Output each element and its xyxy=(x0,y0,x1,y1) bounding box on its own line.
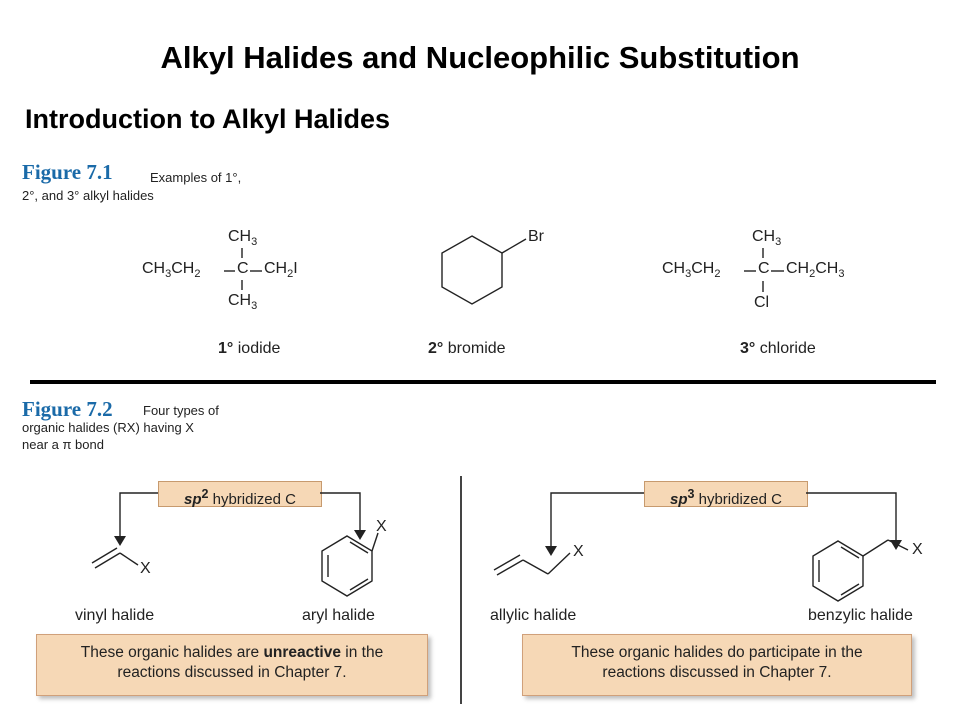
chloride-right-group: CH2CH3 xyxy=(786,260,845,281)
benzyl-ch2-bond xyxy=(862,539,889,557)
allyl-single-bond xyxy=(522,559,549,575)
chloride-top-group: CH3 xyxy=(752,228,782,249)
figure-7-2-label: Figure 7.2 xyxy=(22,397,113,421)
iodide-top-group: CH3 xyxy=(228,228,258,249)
sp3-arrowhead-left xyxy=(545,546,557,556)
vinyl-halide-label: vinyl halide xyxy=(75,607,155,624)
sp3-hybridized-label: sp3 hybridized C xyxy=(644,481,808,508)
figure-7-2-caption-line3: near a π bond xyxy=(22,437,104,452)
allyl-double-bond-a xyxy=(496,559,524,576)
aryl-halide-label: aryl halide xyxy=(302,607,375,624)
vinyl-double-bond-b xyxy=(91,547,118,564)
panel-separator xyxy=(460,476,462,704)
section-divider xyxy=(30,380,936,384)
chloride-name: chloride xyxy=(759,340,816,357)
chloride-label: 3° chloride xyxy=(740,340,816,358)
page-title: Alkyl Halides and Nucleophilic Substitut… xyxy=(160,40,800,75)
iodide-label: 1° iodide xyxy=(218,340,280,358)
participating-note: These organic halides do participate in … xyxy=(522,634,912,696)
sp3-arrowhead-right xyxy=(890,540,902,550)
sp3-arrow-left xyxy=(550,492,644,546)
iodide-bottom-group: CH3 xyxy=(228,292,258,313)
vinyl-cx-bond xyxy=(119,552,139,566)
allylic-halide-label: allylic halide xyxy=(490,607,577,624)
cyclohexane-ring xyxy=(441,235,503,305)
aryl-benzene-ring xyxy=(321,535,373,597)
sp2-hybridized-label: sp2 hybridized C xyxy=(158,481,322,508)
vinyl-double-bond-a xyxy=(94,552,121,569)
chloride-degree: 3° xyxy=(740,340,756,357)
figure-7-1-caption-line1: Examples of 1°, xyxy=(150,170,242,185)
figure-7-2-caption-line1: Four types of xyxy=(143,403,219,418)
iodide-left-group: CH3CH2 xyxy=(142,260,201,281)
aryl-x-symbol: X xyxy=(376,518,387,535)
aryl-cx-bond xyxy=(371,532,379,552)
benzylic-halide-label: benzylic halide xyxy=(808,607,913,624)
iodide-degree: 1° xyxy=(218,340,234,357)
benzyl-benzene-ring xyxy=(812,540,864,602)
benzyl-inner-bond-3 xyxy=(840,546,860,559)
bromide-degree: 2° xyxy=(428,340,444,357)
allyl-cx-bond xyxy=(547,552,571,575)
benzyl-inner-bond-2 xyxy=(840,583,860,596)
bromide-name: bromide xyxy=(447,340,506,357)
chloride-center-carbon: C xyxy=(758,260,770,277)
sp2-arrowhead-right xyxy=(354,530,366,540)
sp2-arrow-left xyxy=(119,492,158,536)
allyl-double-bond-b xyxy=(493,554,521,571)
bromide-substituent: Br xyxy=(528,228,544,245)
benzylic-x-symbol: X xyxy=(912,541,923,558)
figure-7-1-caption-line2: 2°, and 3° alkyl halides xyxy=(22,188,154,203)
allylic-x-symbol: X xyxy=(573,543,584,560)
chloride-bottom-group: Cl xyxy=(754,294,770,311)
bromide-bond xyxy=(501,238,527,254)
sp2-arrow-right xyxy=(320,492,361,530)
sp2-arrowhead-left xyxy=(114,536,126,546)
figure-7-1-label: Figure 7.1 xyxy=(22,160,113,184)
iodide-center-carbon: C xyxy=(237,260,249,277)
vinyl-x-symbol: X xyxy=(140,560,151,577)
iodide-right-group: CH2I xyxy=(264,260,298,281)
unreactive-note: These organic halides are unreactive in … xyxy=(36,634,428,696)
sp3-arrow-right xyxy=(806,492,897,540)
figure-7-2-caption-line2: organic halides (RX) having X xyxy=(22,420,194,435)
bromide-label: 2° bromide xyxy=(428,340,506,358)
chloride-left-group: CH3CH2 xyxy=(662,260,721,281)
aryl-inner-bond-3 xyxy=(349,541,369,554)
aryl-inner-bond-2 xyxy=(349,578,369,591)
iodide-name: iodide xyxy=(237,340,281,357)
page-subtitle: Introduction to Alkyl Halides xyxy=(25,104,391,134)
